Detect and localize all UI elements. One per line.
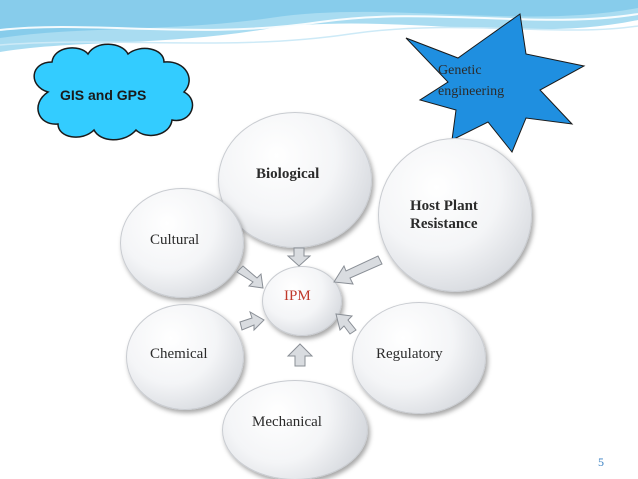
starburst-label-line1: Genetic (438, 63, 482, 78)
cloud-label-gis-gps: GIS and GPS (60, 87, 147, 103)
ball-biological (218, 112, 372, 248)
label-regulatory: Regulatory (376, 346, 443, 362)
starburst-label-line2: engineering (438, 84, 505, 99)
label-ipm: IPM (284, 288, 311, 304)
label-chemical: Chemical (150, 346, 208, 362)
label-cultural: Cultural (150, 232, 200, 248)
arrow-regulatory-to-ipm (335, 313, 357, 335)
ball-cultural (120, 188, 244, 298)
starburst-label: Genetic engineering (438, 60, 504, 102)
label-biological: Biological (256, 166, 320, 182)
ball-host-plant-resistance (378, 138, 532, 292)
ball-chemical (126, 304, 244, 410)
arrow-mechanical-to-ipm (286, 343, 314, 367)
ball-ipm (262, 266, 342, 336)
arrow-biological-to-ipm (286, 247, 312, 267)
arrow-cultural-to-ipm (236, 265, 264, 289)
label-host-plant-resistance: Host Plant Resistance (410, 197, 478, 233)
label-host-plant-line2: Resistance (410, 216, 478, 232)
arrow-chemical-to-ipm (239, 310, 265, 332)
ball-mechanical (222, 380, 368, 479)
label-host-plant-line1: Host Plant (410, 198, 478, 214)
ball-regulatory (352, 302, 486, 414)
label-mechanical: Mechanical (252, 414, 322, 430)
page-number: 5 (598, 455, 604, 469)
arrow-hpr-to-ipm (333, 255, 383, 285)
